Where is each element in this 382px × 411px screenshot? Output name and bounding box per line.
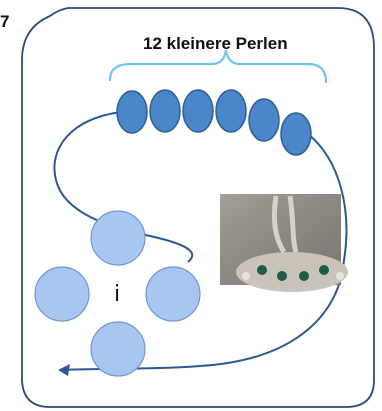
step-number: 7 (0, 12, 10, 31)
large-bead (90, 321, 146, 377)
large-bead (34, 266, 90, 322)
small-bead (182, 89, 214, 133)
small-bead (280, 112, 312, 156)
large-bead (90, 210, 146, 266)
center-label: i (114, 282, 121, 307)
small-bead (215, 89, 247, 133)
small-bead (248, 98, 280, 142)
beaded-pendant-photo-icon (220, 194, 348, 292)
diagram-title: 12 kleinere Perlen (143, 34, 288, 53)
small-bead (149, 89, 181, 133)
small-beads-group (116, 89, 312, 156)
small-bead (116, 90, 148, 134)
arrow-head-icon (58, 364, 70, 376)
large-beads-group (34, 210, 201, 377)
brace (108, 49, 328, 84)
frame (21, 7, 375, 408)
large-bead (145, 266, 201, 322)
